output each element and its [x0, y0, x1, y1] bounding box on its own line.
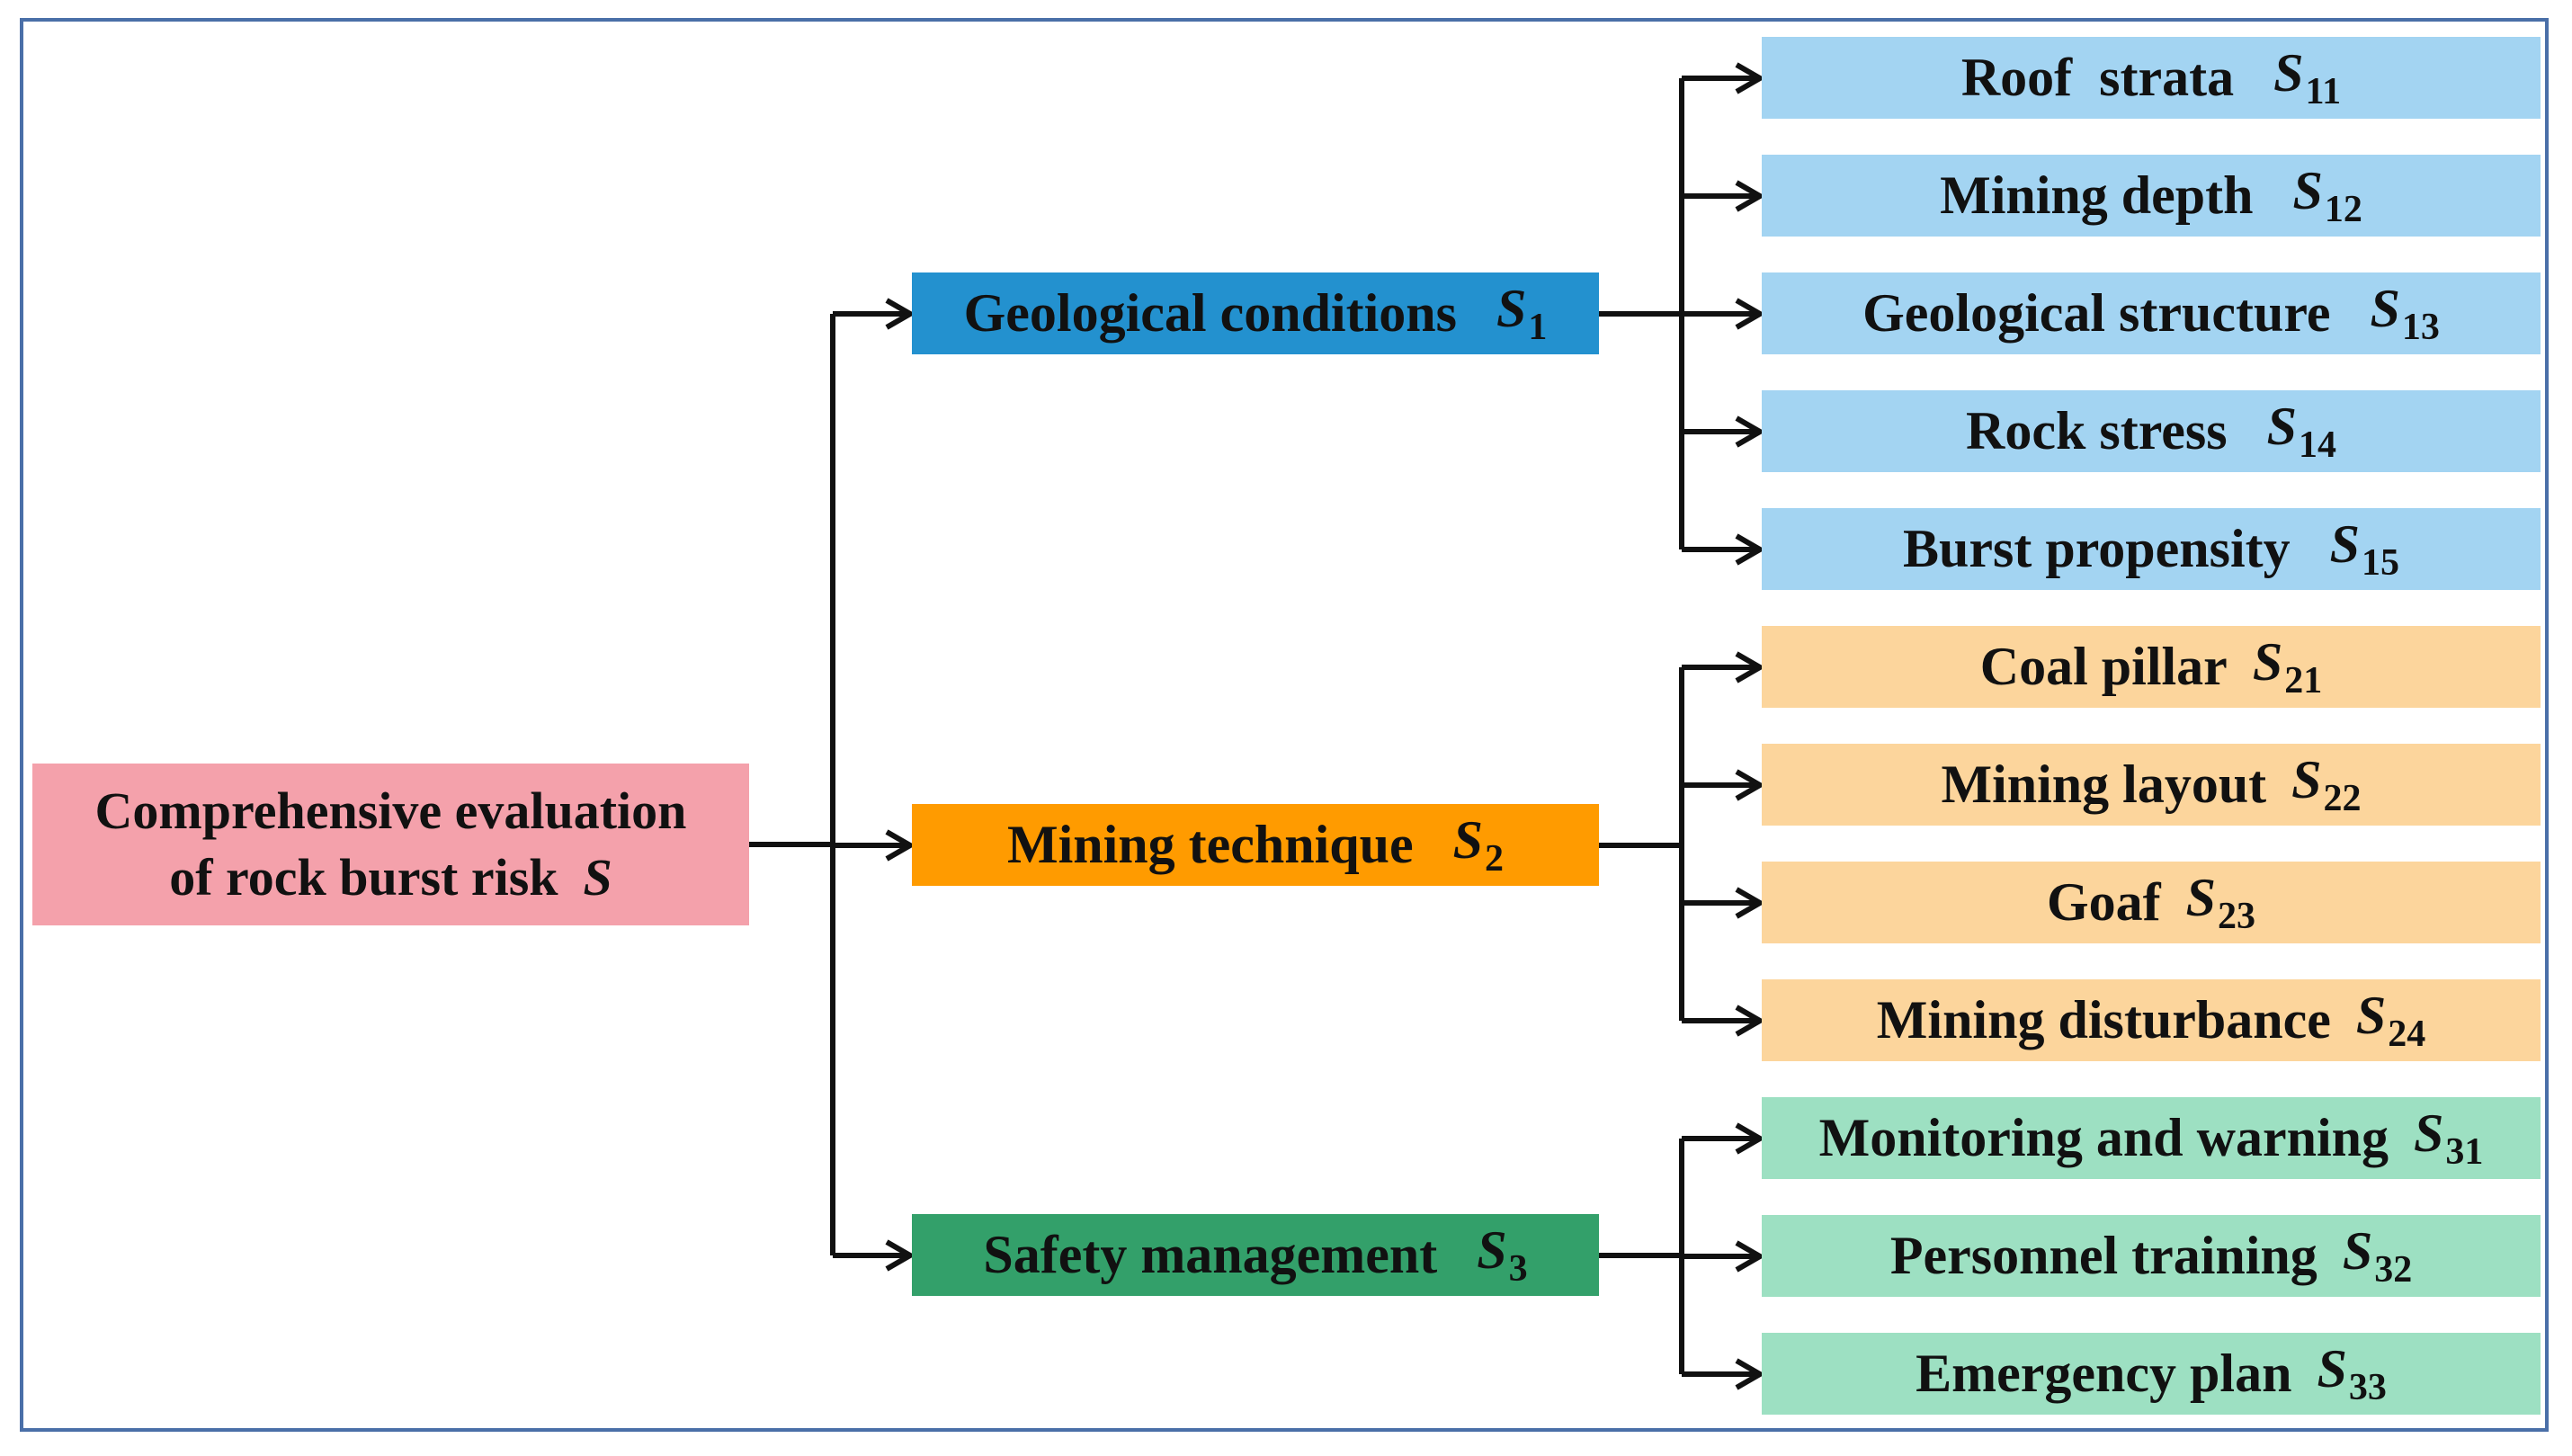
- factor-monitoring-and-warning: Monitoring and warning S31: [1762, 1097, 2541, 1179]
- factor-arrow-1-3-head: [1735, 298, 1766, 330]
- factor-symbol: S22: [2291, 750, 2362, 819]
- factor-label: Mining layout: [1941, 755, 2267, 814]
- factor-label: Mining depth: [1940, 165, 2254, 225]
- root-node: Comprehensive evaluation of rock burst r…: [32, 764, 749, 925]
- factor-symbol: S21: [2252, 632, 2323, 701]
- factor-symbol: S12: [2292, 161, 2362, 230]
- category-arrow-1-head: [885, 298, 916, 330]
- factor-personnel-training: Personnel training S32: [1762, 1215, 2541, 1297]
- factor-symbol: S32: [2342, 1221, 2413, 1291]
- factor-label: Emergency plan: [1916, 1344, 2292, 1403]
- factor-roof-strata: Roof strata S11: [1762, 37, 2541, 119]
- root-symbol: S: [583, 848, 612, 907]
- factor-emergency-plan: Emergency plan S33: [1762, 1333, 2541, 1415]
- factor-burst-propensity: Burst propensity S15: [1762, 508, 2541, 590]
- factor-arrow-2-1-head: [1735, 651, 1766, 683]
- factor-label: Monitoring and warning: [1818, 1108, 2389, 1167]
- factor-symbol: S33: [2317, 1339, 2387, 1408]
- root-line2-row: of rock burst risk S: [169, 844, 612, 911]
- factor-arrow-1-2-head: [1735, 180, 1766, 212]
- factor-arrow-2-4-head: [1735, 1005, 1766, 1037]
- factor-coal-pillar: Coal pillar S21: [1762, 626, 2541, 708]
- factor-rock-stress: Rock stress S14: [1762, 390, 2541, 472]
- factor-arrow-2-3-head: [1735, 887, 1766, 919]
- factor-arrow-2-2-head: [1735, 769, 1766, 801]
- factor-label: Mining disturbance: [1876, 990, 2331, 1050]
- factor-geological-structure: Geological structure S13: [1762, 272, 2541, 354]
- factor-label: Geological structure: [1862, 283, 2331, 343]
- root-line2: of rock burst risk: [169, 848, 558, 907]
- factor-symbol: S11: [2273, 43, 2342, 112]
- root-line1: Comprehensive evaluation: [94, 782, 687, 840]
- factor-label: Coal pillar: [1979, 637, 2228, 696]
- factor-label: Personnel training: [1889, 1226, 2317, 1285]
- factor-goaf: Goaf S23: [1762, 862, 2541, 943]
- factor-symbol: S15: [2329, 514, 2399, 584]
- category-mining-technique: Mining technique S2: [912, 804, 1599, 886]
- factor-arrow-3-2-head: [1735, 1240, 1766, 1273]
- factor-symbol: S31: [2414, 1103, 2484, 1173]
- factor-arrow-3-3-head: [1735, 1358, 1766, 1390]
- factor-label: Goaf: [2046, 872, 2161, 932]
- factor-symbol: S23: [2185, 868, 2256, 937]
- factor-symbol: S24: [2355, 986, 2426, 1055]
- factor-mining-layout: Mining layout S22: [1762, 744, 2541, 826]
- factor-label: Rock stress: [1966, 401, 2228, 460]
- category-label: Safety management: [983, 1225, 1438, 1284]
- category-symbol: S1: [1496, 279, 1548, 348]
- category-label: Mining technique: [1006, 815, 1414, 874]
- factor-arrow-1-5-head: [1735, 533, 1766, 566]
- factor-symbol: S13: [2370, 279, 2440, 348]
- factor-label: Burst propensity: [1902, 519, 2291, 578]
- category-symbol: S2: [1452, 810, 1505, 880]
- factor-arrow-1-1-head: [1735, 62, 1766, 94]
- factor-mining-disturbance: Mining disturbance S24: [1762, 979, 2541, 1061]
- category-arrow-3-head: [885, 1239, 916, 1272]
- category-geological-conditions: Geological conditions S1: [912, 272, 1599, 354]
- category-arrow-2-head: [885, 829, 916, 862]
- factor-symbol: S14: [2266, 397, 2336, 466]
- factor-arrow-3-1-head: [1735, 1122, 1766, 1155]
- category-symbol: S3: [1477, 1220, 1528, 1290]
- category-safety-management: Safety management S3: [912, 1214, 1599, 1296]
- factor-label: Roof strata: [1960, 48, 2235, 107]
- factor-arrow-1-4-head: [1735, 415, 1766, 448]
- factor-mining-depth: Mining depth S12: [1762, 155, 2541, 237]
- diagram-border: [20, 18, 2549, 1432]
- category-label: Geological conditions: [963, 283, 1457, 343]
